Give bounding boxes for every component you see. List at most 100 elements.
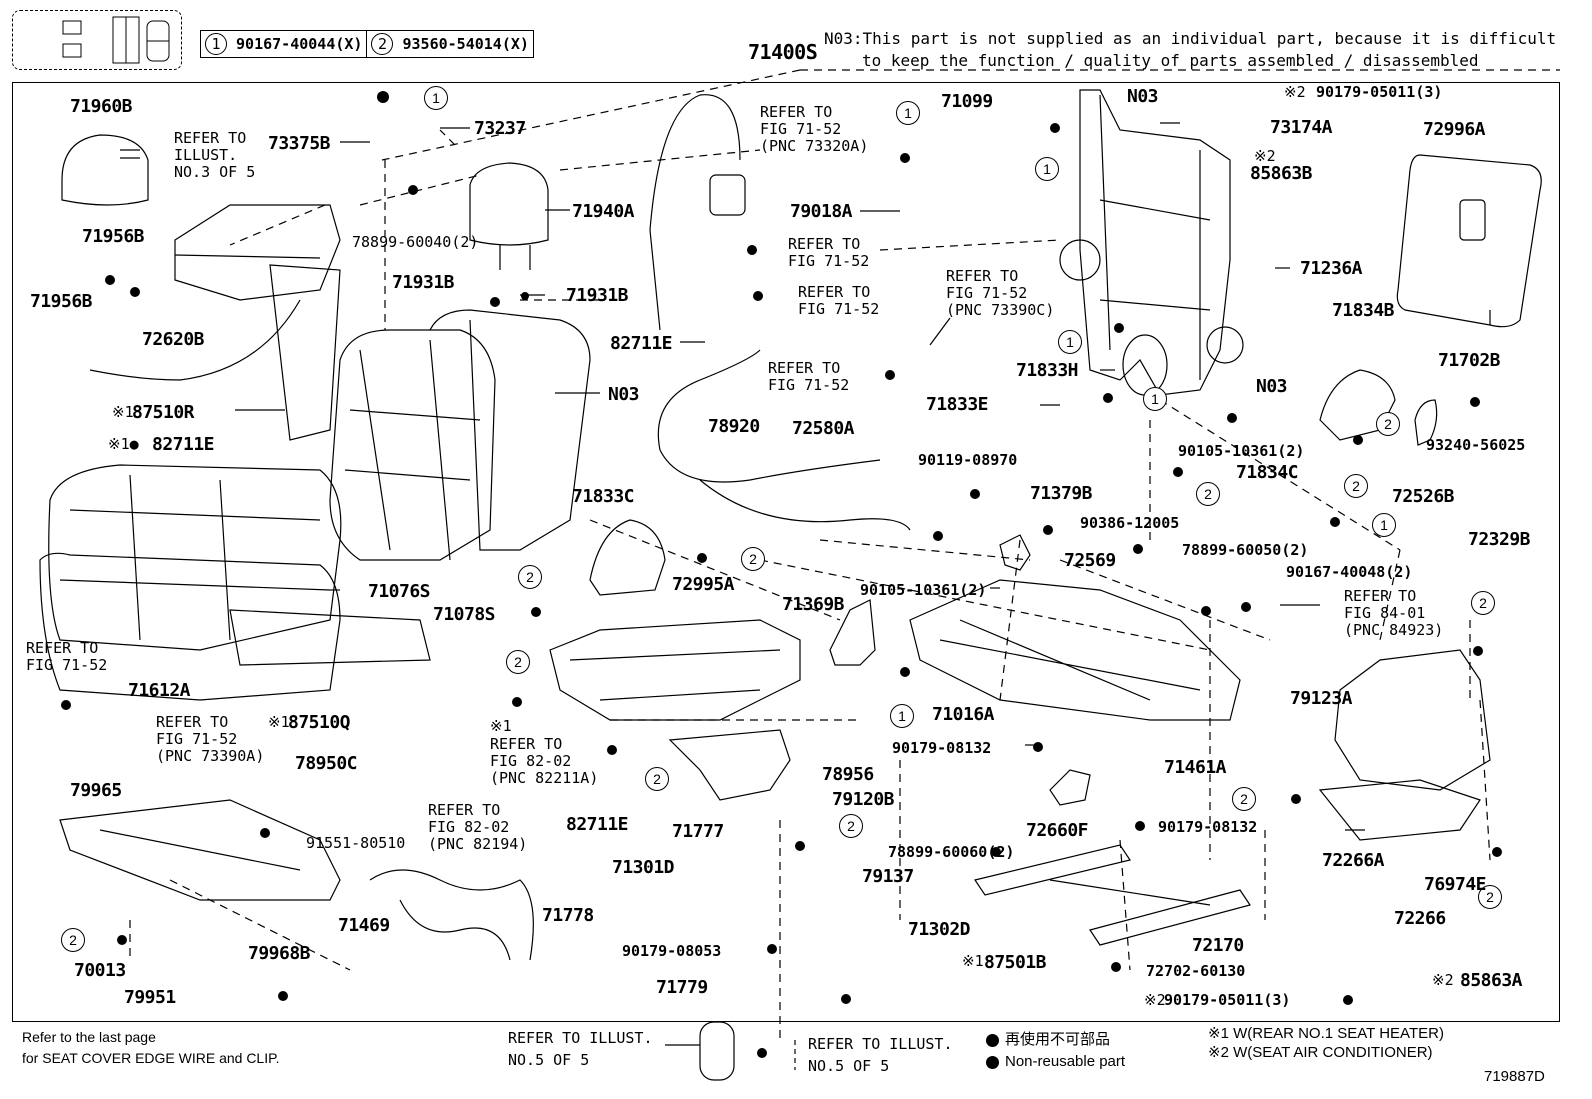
ref-fig-84-01: REFER TO FIG 84-01 (PNC 84923)	[1344, 587, 1444, 639]
part-label: 73174A	[1270, 117, 1333, 138]
part-label: 79120B	[832, 789, 895, 810]
part-label: 71778	[542, 905, 594, 926]
part-label: 72660F	[1026, 820, 1089, 841]
callout-2: 2	[1196, 482, 1220, 506]
part-label: 71702B	[1438, 350, 1501, 371]
part-label: 90179-08132	[892, 739, 992, 757]
ref-fig-71-52: REFER TO FIG 71-52	[788, 235, 870, 270]
part-label: 71834B	[1332, 300, 1395, 321]
seat-layout-icon	[12, 10, 182, 70]
callout-1: 1	[1372, 513, 1396, 537]
legend-cell-2: 2 93560-54014(X)	[366, 30, 534, 58]
legend-jp-text: 再使用不可部品	[1005, 1031, 1111, 1048]
ref-fig-71-52: REFER TO FIG 71-52 (PNC 73320A)	[760, 103, 869, 155]
legend-cell-1: 1 90167-40044(X)	[199, 30, 368, 58]
ref-fig-71-52: REFER TO FIG 71-52	[26, 639, 108, 674]
part-label: 72266	[1394, 908, 1446, 929]
part-label: 82711E	[566, 814, 629, 835]
part-label: 79123A	[1290, 688, 1353, 709]
kome1-marker: ※1	[962, 952, 984, 970]
part-label: 71833C	[572, 486, 635, 507]
part-label: 72329B	[1468, 529, 1531, 550]
n03-note-line2: to keep the function / quality of parts …	[862, 51, 1479, 70]
part-label: 82711E	[610, 333, 673, 354]
part-label: 90167-40048(2)	[1286, 563, 1413, 581]
callout-2: 2	[1376, 412, 1400, 436]
part-label: 78899-60040(2)	[352, 233, 479, 251]
part-label: 79965	[70, 780, 122, 801]
part-label: 71612A	[128, 680, 191, 701]
callout-1: 1	[890, 704, 914, 728]
callout-1: 1	[1058, 330, 1082, 354]
footnote-kome1: ※1 W(REAR NO.1 SEAT HEATER)	[1208, 1025, 1444, 1042]
part-label: 71931B	[566, 285, 629, 306]
callout-1: 1	[1143, 387, 1167, 411]
part-label: 79968B	[248, 943, 311, 964]
kome2-marker: ※2	[1432, 971, 1454, 989]
part-label: 71099	[941, 91, 993, 112]
part-label: 79018A	[790, 201, 853, 222]
callout-2: 2	[741, 547, 765, 571]
callout-1: 1	[424, 86, 448, 110]
part-label: 71016A	[932, 704, 995, 725]
callout-2: 2	[1478, 885, 1502, 909]
part-label: 87510Q	[288, 712, 351, 733]
part-label: 79951	[124, 987, 176, 1008]
part-label: 71469	[338, 915, 390, 936]
kome1-dot-marker: ※1●	[108, 435, 139, 453]
seat-layout-icon-graphic	[62, 16, 170, 64]
part-label: 71931B	[392, 272, 455, 293]
callout-2: 2	[839, 814, 863, 838]
part-label: 71956B	[30, 291, 93, 312]
ref-fig-71-52: REFER TO FIG 71-52	[798, 283, 880, 318]
footer-ref-illust5-line2: NO.5 OF 5	[508, 1051, 590, 1069]
part-label: 87501B	[984, 952, 1047, 973]
part-label: 90179-08132	[1158, 818, 1258, 836]
bullet-icon	[986, 1055, 999, 1069]
diagram-frame	[12, 82, 1560, 1022]
footer-ref-illust5-line2: NO.5 OF 5	[808, 1057, 890, 1075]
part-label: 90386-12005	[1080, 514, 1180, 532]
part-label: 71302D	[908, 919, 971, 940]
part-label: 71236A	[1300, 258, 1363, 279]
ref-fig-71-52: REFER TO FIG 71-52 (PNC 73390A)	[156, 713, 265, 765]
part-label: 79137	[862, 866, 914, 887]
part-label: 72620B	[142, 329, 205, 350]
part-label: 78899-60050(2)	[1182, 541, 1309, 559]
part-label: 72995A	[672, 574, 735, 595]
part-label: 72580A	[792, 418, 855, 439]
part-label: 73375B	[268, 133, 331, 154]
part-label: 71940A	[572, 201, 635, 222]
callout-2: 2	[518, 565, 542, 589]
footer-ref-illust5-line1: REFER TO ILLUST.	[508, 1029, 653, 1047]
part-label: N03	[608, 384, 640, 405]
part-label: 85863A	[1460, 970, 1523, 991]
callout-2: 2	[1344, 474, 1368, 498]
part-label: 71379B	[1030, 483, 1093, 504]
kome1-ref-marker: ※1	[490, 717, 512, 735]
kome2-marker: ※2	[1144, 991, 1166, 1009]
ref-fig-82-02: REFER TO FIG 82-02 (PNC 82211A)	[490, 735, 599, 787]
part-label: 71833E	[926, 394, 989, 415]
part-label: 90119-08970	[918, 451, 1018, 469]
part-label: 71777	[672, 821, 724, 842]
ref-illust-3: REFER TO ILLUST. NO.3 OF 5	[174, 129, 256, 181]
legend-en-text: Non-reusable part	[1005, 1053, 1126, 1070]
part-label: 90105-10361(2)	[1178, 442, 1305, 460]
part-label: 90179-08053	[622, 942, 722, 960]
part-label: 72170	[1192, 935, 1244, 956]
part-label: 78950C	[295, 753, 358, 774]
part-label: 78956	[822, 764, 874, 785]
part-label: 72266A	[1322, 850, 1385, 871]
callout-1: 1	[1035, 157, 1059, 181]
legend-non-reusable-en: Non-reusable part	[986, 1053, 1125, 1070]
part-label: 90179-05011(3)	[1164, 991, 1291, 1009]
ref-fig-71-52: REFER TO FIG 71-52 (PNC 73390C)	[946, 267, 1055, 319]
part-label: 82711E	[152, 434, 215, 455]
part-label: 78920	[708, 416, 760, 437]
pnc-legend-table: 1 90167-40044(X) 2 93560-54014(X)	[199, 30, 534, 58]
n03-note-line1: N03:This part is not supplied as an indi…	[824, 29, 1557, 48]
ref-fig-82-02: REFER TO FIG 82-02 (PNC 82194)	[428, 801, 528, 853]
part-label: 71833H	[1016, 360, 1079, 381]
